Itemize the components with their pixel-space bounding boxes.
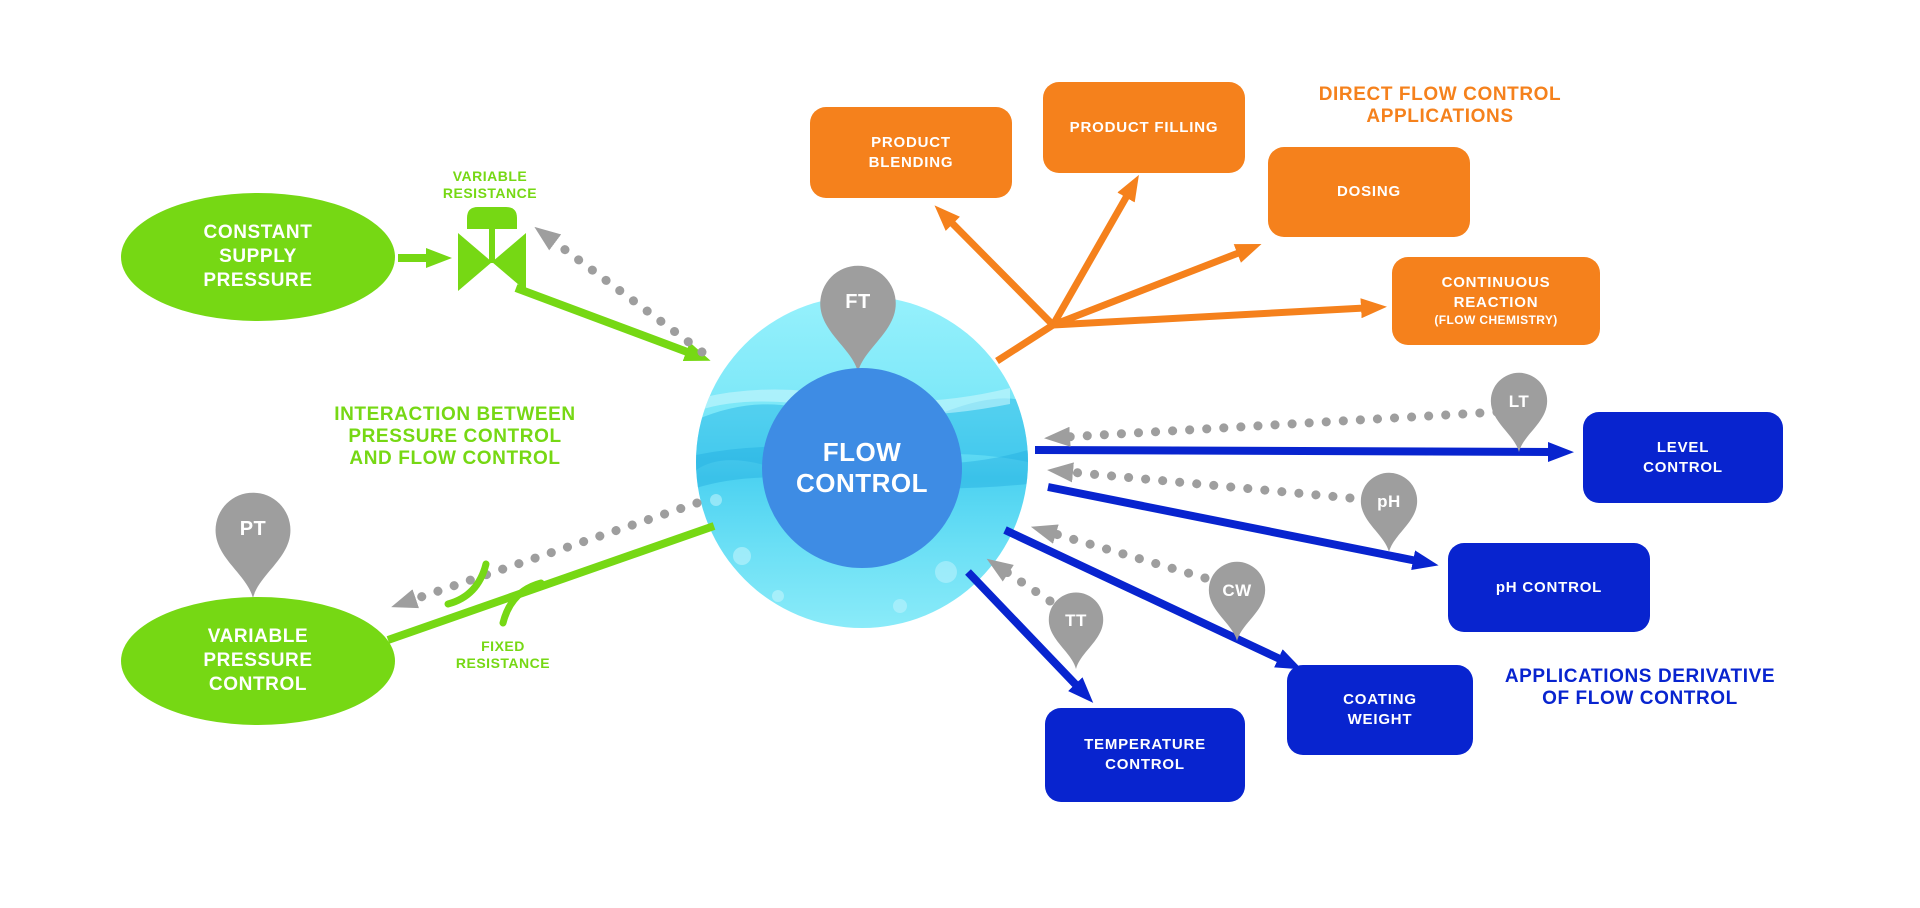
pt-pin-icon [215,492,291,598]
direct-heading-line2: APPLICATIONS [1366,106,1514,127]
arrow-to-product-filling [1049,174,1139,327]
lt-pin-icon [1490,372,1548,452]
continuous-reaction-label: CONTINUOUS REACTION [1441,273,1551,311]
variable-pressure-control-node: VARIABLE PRESSURE CONTROL [121,597,395,725]
flow-control-node: FLOW CONTROL [762,368,962,568]
cw-pin-label: CW [1222,581,1252,600]
ph-pin-label: pH [1377,492,1401,511]
derivative-applications-heading: APPLICATIONS DERIVATIVE OF FLOW CONTROL [1480,666,1800,710]
coating-weight-label: COATING WEIGHT [1343,691,1417,728]
variable-resistance-line1: VARIABLE [452,168,528,184]
arrow-flow-to-valve-feedback [534,226,707,357]
derivative-heading-line2: OF FLOW CONTROL [1542,688,1738,709]
arrow-fan-stem [995,322,1055,364]
interaction-heading: INTERACTION BETWEEN PRESSURE CONTROL AND… [300,404,610,470]
fixed-resistance-line1: FIXED [481,638,525,654]
interaction-heading-line1: INTERACTION BETWEEN [334,404,576,425]
arrow-flow-to-pressure-feedback [391,498,702,609]
control-valve-icon [458,207,526,291]
variable-pressure-control-label: VARIABLE PRESSURE CONTROL [203,625,313,696]
interaction-heading-line3: AND FLOW CONTROL [349,448,561,469]
arrow-tt-feedback [986,558,1055,606]
flow-control-label: FLOW CONTROL [795,437,929,498]
fixed-resistance-label: FIXED RESISTANCE [433,638,573,672]
constant-supply-pressure-node: CONSTANT SUPPLY PRESSURE [121,193,395,321]
product-blending-label: PRODUCT BLENDING [868,133,954,171]
tt-pin-label: TT [1065,611,1087,630]
dosing-label: DOSING [1337,183,1401,201]
continuous-reaction-note: (FLOW CHEMISTRY) [1434,313,1558,328]
product-blending-box: PRODUCT BLENDING [810,107,1012,198]
arrow-to-dosing [1051,244,1262,329]
level-control-box: LEVEL CONTROL [1583,412,1783,503]
arrow-to-ph-control [1047,483,1439,571]
product-filling-box: PRODUCT FILLING [1043,82,1245,173]
ph-control-box: pH CONTROL [1448,543,1650,632]
line-pressure-to-flow [386,522,716,644]
ph-control-label: pH CONTROL [1495,578,1603,596]
variable-resistance-line2: RESISTANCE [442,185,538,201]
lt-pin-label: LT [1508,392,1530,411]
product-filling-label: PRODUCT FILLING [1069,118,1219,136]
fixed-resistance-line2: RESISTANCE [455,655,551,671]
arrow-to-level-control [1034,441,1574,462]
coating-weight-box: COATING WEIGHT [1287,665,1473,755]
constant-supply-pressure-label: CONSTANT SUPPLY PRESSURE [203,221,313,292]
fixed-resistance-icon [444,560,545,627]
variable-resistance-label: VARIABLE RESISTANCE [420,168,560,202]
arrow-to-product-blending [934,205,1056,328]
derivative-heading-line1: APPLICATIONS DERIVATIVE [1504,666,1776,687]
arrow-to-continuous-reaction [1052,298,1387,329]
direct-applications-heading: DIRECT FLOW CONTROL APPLICATIONS [1290,84,1590,128]
ft-pin-label: FT [845,291,871,313]
level-control-label: LEVEL CONTROL [1643,438,1723,476]
arrow-to-temperature-control [965,569,1094,703]
ph-pin-icon [1360,472,1418,552]
direct-heading-line1: DIRECT FLOW CONTROL [1318,84,1562,105]
continuous-reaction-box: CONTINUOUS REACTION (FLOW CHEMISTRY) [1392,257,1600,345]
temperature-control-box: TEMPERATURE CONTROL [1045,708,1245,802]
dosing-box: DOSING [1268,147,1470,237]
arrow-to-coating-weight [1003,526,1302,670]
arrow-ph-feedback [1047,462,1355,503]
arrow-cw-feedback [1030,524,1210,583]
arrow-valve-to-flow [514,284,711,361]
temperature-control-label: TEMPERATURE CONTROL [1084,736,1206,773]
pt-pin-label: PT [239,518,267,540]
interaction-heading-line2: PRESSURE CONTROL [348,426,562,447]
arrow-lt-feedback [1044,407,1502,447]
